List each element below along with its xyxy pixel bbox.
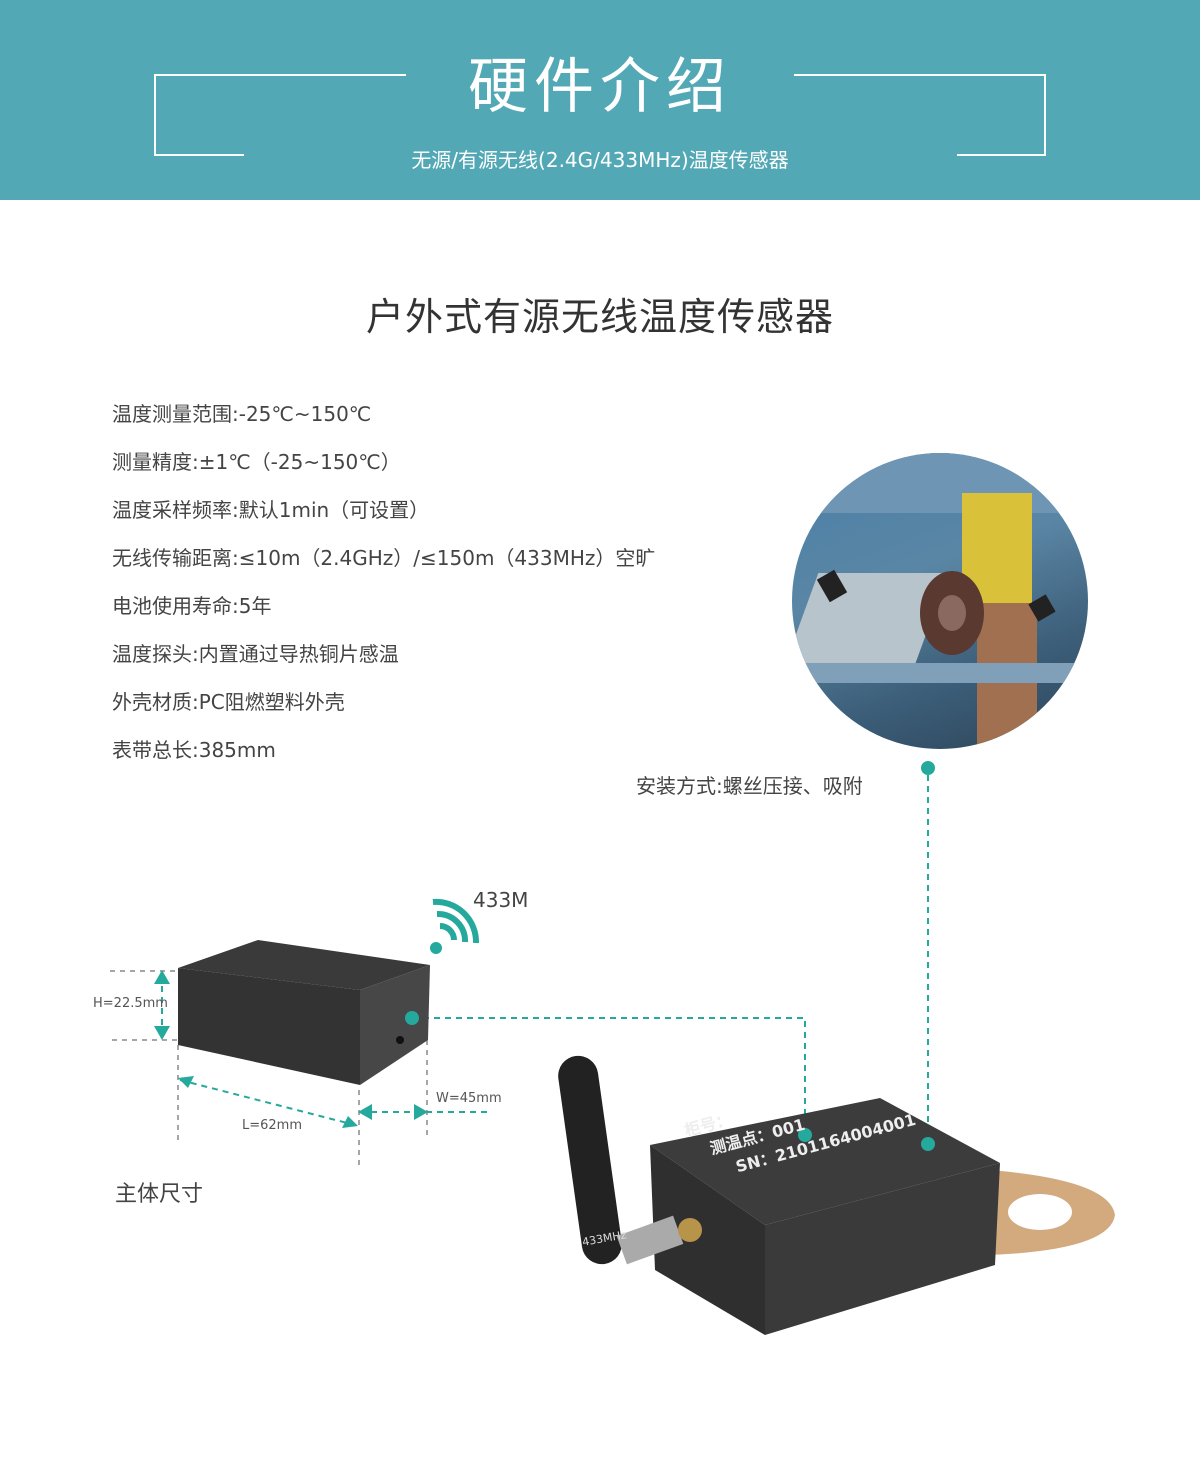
spec-item: 温度采样频率:默认1min（可设置） (112, 498, 430, 522)
body-marker-dot (405, 1011, 419, 1025)
length-arrow-line (179, 1079, 356, 1126)
sn-marker-dot (921, 1137, 935, 1151)
frame-line-left-bottom (154, 154, 244, 156)
installation-photo (792, 453, 1088, 749)
body-dashed-line (412, 1017, 806, 1130)
spec-item: 测量精度:±1℃（-25~150℃） (112, 450, 401, 474)
header-subtitle: 无源/有源无线(2.4G/433MHz)温度传感器 (411, 148, 789, 172)
install-pointer-dot (921, 761, 935, 775)
product-title: 户外式有源无线温度传感器 (365, 295, 834, 339)
height-dimension: H=22.5mm (93, 996, 168, 1011)
frame-line-right (794, 74, 1046, 156)
frame-line-right-bottom (957, 154, 1046, 156)
spec-item: 温度测量范围:-25℃~150℃ (112, 402, 372, 426)
signal-label: 433M (473, 888, 529, 912)
spec-item: 表带总长:385mm (112, 738, 276, 762)
device-large (558, 1055, 1115, 1335)
frame-line-left (154, 74, 406, 156)
point-marker-dot (798, 1128, 812, 1142)
spec-item: 无线传输距离:≤10m（2.4GHz）/≤150m（433MHz）空旷 (112, 546, 656, 570)
device-small (178, 940, 430, 1085)
width-dimension: W=45mm (436, 1091, 502, 1106)
spec-item: 温度探头:内置通过导热铜片感温 (112, 642, 399, 666)
length-dimension: L=62mm (242, 1118, 303, 1133)
spec-list: 温度测量范围:-25℃~150℃ 测量精度:±1℃（-25~150℃） 温度采样… (112, 400, 655, 784)
wifi-icon (432, 898, 480, 944)
header-title: 硬件介绍 (468, 52, 732, 122)
spec-item: 外壳材质:PC阻燃塑料外壳 (112, 690, 345, 714)
spec-item: 电池使用寿命:5年 (112, 594, 272, 618)
header-banner: 硬件介绍 无源/有源无线(2.4G/433MHz)温度传感器 (0, 0, 1200, 200)
dimensions-title: 主体尺寸 (115, 1182, 204, 1207)
install-method-label: 安装方式:螺丝压接、吸附 (636, 774, 863, 798)
